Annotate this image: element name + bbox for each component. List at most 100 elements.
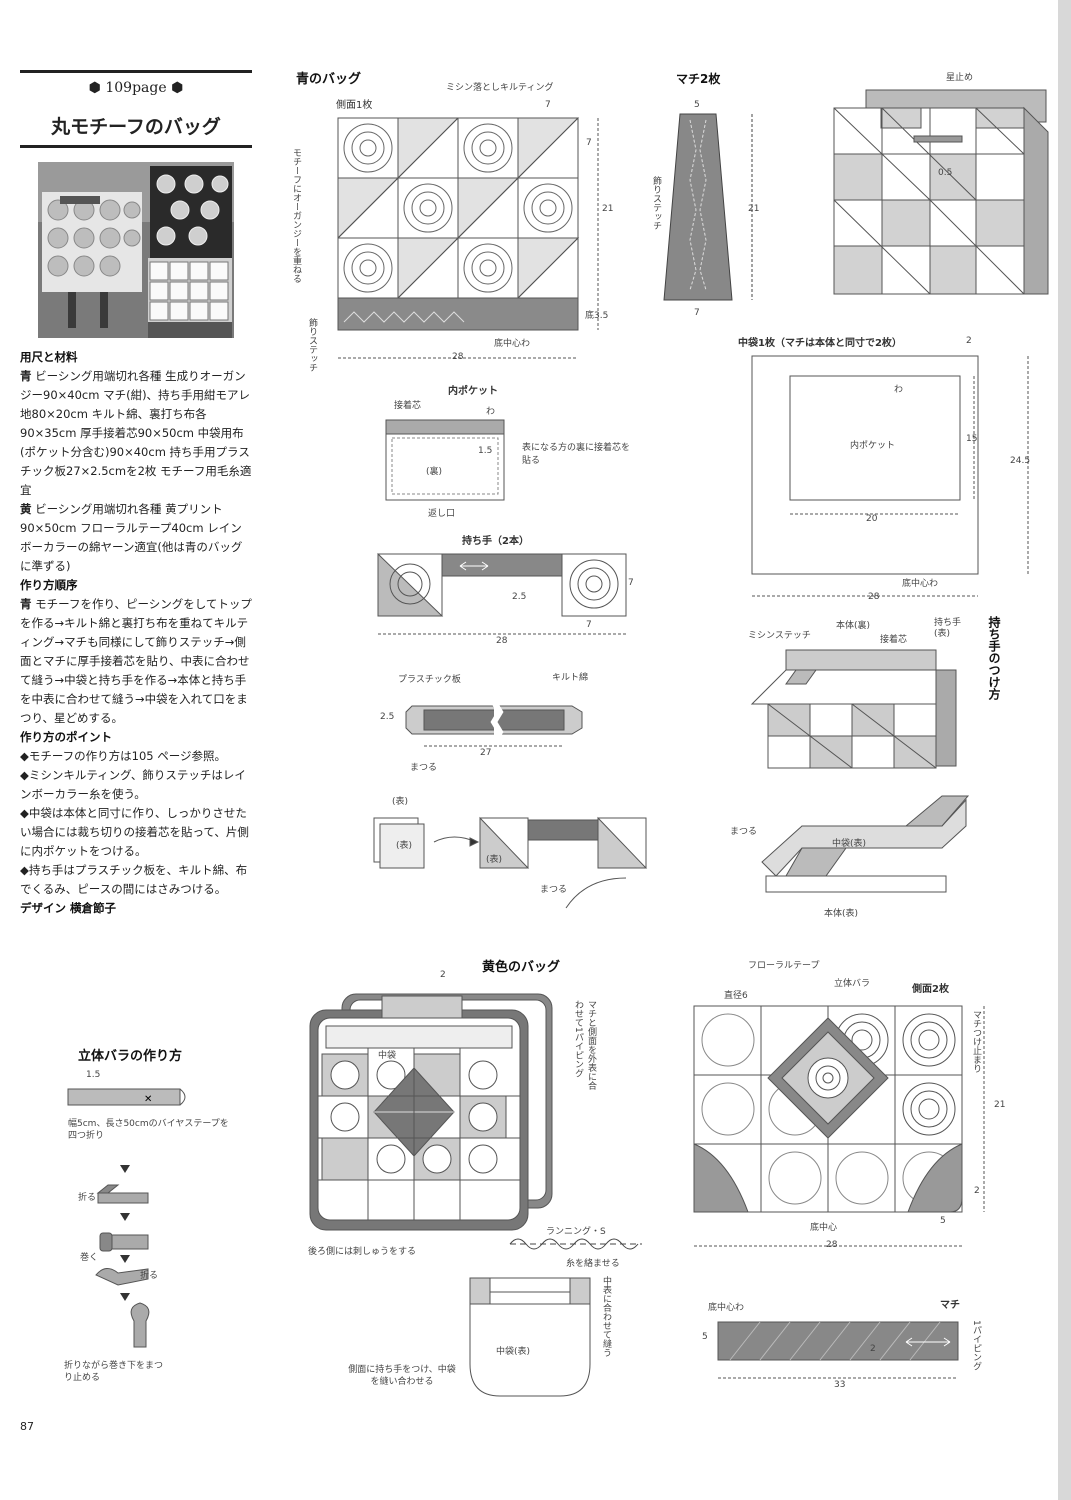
steps-text: 青 モチーフを作り、ピーシングをしてトップを作る→キルト綿と裏打ち布を重ねてキル… — [20, 597, 252, 725]
handle-width-dim: 28 — [496, 636, 508, 646]
handle-side-dim: 7 — [628, 578, 634, 588]
page-number: 87 — [20, 1420, 34, 1433]
page-title: 丸モチーフのバッグ — [51, 116, 221, 138]
blue-bottom-dim: 底3.5 — [585, 311, 609, 321]
materials-yellow: 黄 ビーシング用端切れ各種 黄プリント90×50cm フローラルテープ40cm … — [20, 502, 243, 573]
bullet-icon: ⬢ — [88, 80, 106, 96]
ys-diameter: 直径6 — [724, 991, 748, 1001]
running-stitch-diagram — [509, 1238, 642, 1250]
attach-sew-label: まつる — [540, 885, 568, 895]
attach-diagram — [373, 816, 648, 909]
lining-top-dim: 2 — [966, 336, 972, 346]
yl-note1: 中表に合わせて縫う — [601, 1276, 611, 1357]
design-credit: デザイン 横倉節子 — [20, 901, 117, 915]
yellow-running-note: 糸を絡ませる — [566, 1259, 620, 1269]
rose-diagram: ✕ — [67, 1088, 186, 1348]
star-stitch-dim: 0.5 — [938, 168, 953, 178]
blue-cell-dim: 7 — [545, 100, 551, 110]
yellow-piping-note: マチと側面を外表に合わせて1パイピング — [573, 1000, 596, 1090]
ys-title: 側面2枚 — [912, 984, 949, 995]
lining-h: 24.5 — [1010, 456, 1031, 466]
handle-bottom-dim: 7 — [586, 620, 592, 630]
ha-machine: ミシンステッチ — [748, 631, 811, 641]
ha-body-front: 本体(表) — [824, 909, 859, 919]
gusset-title: マチ2枚 — [676, 72, 721, 86]
rose-step-fold: 折る — [78, 1193, 97, 1203]
yg-title: マチ — [940, 1300, 960, 1311]
attach-front-label-2: (表) — [396, 841, 413, 851]
point-item: ◆持ち手はプラスチック板を、キルト綿、布でくるみ、ピースの間にはさみつける。 — [20, 863, 248, 896]
inner-pocket-diagram — [385, 419, 505, 501]
blue-width-dim: 28 — [452, 352, 464, 362]
inner-pocket-note: 表になる方の裏に接着芯を貼る — [522, 443, 631, 466]
steps-heading: 作り方順序 — [20, 578, 78, 592]
yellow-running-label: ランニング・S — [546, 1227, 606, 1237]
yg-seam: 2 — [870, 1344, 876, 1354]
handle-core-w: 27 — [480, 748, 492, 758]
blue-cell-dim-v: 7 — [586, 138, 592, 148]
header-rule-top — [20, 70, 252, 73]
handle-title: 持ち手（2本） — [462, 536, 529, 547]
bag-photo — [38, 162, 234, 338]
blue-quilting-label: ミシン落としキルティング — [446, 83, 554, 93]
blue-bag-title: 青のバッグ — [296, 72, 362, 87]
lining-w: 28 — [868, 592, 880, 602]
ys-corner: 2 — [974, 1186, 980, 1196]
gusset-bottom-dim: 7 — [694, 308, 700, 318]
blue-height-dim: 21 — [602, 204, 614, 214]
attach-front-label: (表) — [392, 797, 409, 807]
point-item: ◆中袋は本体と同寸に作り、しっかりさせたい場合には裁ち切りの接着芯を貼って、片側… — [20, 806, 249, 858]
handle-batting-label: キルト綿 — [552, 673, 589, 683]
yellow-bag-title: 黄色のバッグ — [482, 960, 561, 975]
attach-front-label-3: (表) — [486, 855, 503, 865]
yellow-gusset-diagram — [717, 1321, 959, 1379]
materials-blue: 青 ビーシング用端切れ各種 生成りオーガンジー90×40cm マチ(紺)、持ち手… — [20, 369, 252, 497]
point-item: ◆ミシンキルティング、飾りステッチはレインボーカラー糸を使う。 — [20, 768, 246, 801]
rose-note: 幅5cm、長さ50cmのバイヤステープを四つ折り — [68, 1119, 229, 1141]
gusset-diagram — [663, 113, 753, 301]
gusset-top-dim: 5 — [694, 100, 700, 110]
gusset-height-dim: 21 — [748, 204, 760, 214]
handle-diagram — [377, 552, 627, 635]
materials-heading: 用尺と材料 — [20, 350, 78, 364]
handle-attach-diagram — [750, 649, 970, 893]
ys-rose: 立体バラ — [834, 979, 871, 989]
lining-bottom: 底中心わ — [902, 579, 939, 589]
ys-floral: フローラルテープ — [748, 961, 820, 971]
lining-pocket-h: 15 — [966, 434, 978, 444]
inner-pocket-return: 返し口 — [428, 509, 456, 519]
blue-side-panel — [337, 117, 599, 359]
ys-h: 21 — [994, 1100, 1006, 1110]
rose-step-roll: 巻く — [80, 1253, 99, 1263]
ys-bottom: 底中心 — [810, 1223, 838, 1233]
page-ref: ⬢ 109page ⬢ — [88, 80, 184, 96]
lining-title: 中袋1枚（マチは本体と同寸で2枚） — [738, 338, 902, 349]
inner-pocket-back: (裏) — [426, 467, 443, 477]
svg-text:✕: ✕ — [144, 1094, 152, 1105]
yl-label: 中袋(表) — [496, 1347, 531, 1357]
handle-core-diagram — [405, 700, 583, 747]
blue-finished-bag — [833, 89, 1049, 295]
ha-body-back: 本体(裏) — [836, 621, 871, 631]
ys-w: 28 — [826, 1240, 838, 1250]
yg-w: 33 — [834, 1380, 846, 1390]
inner-pocket-title: 内ポケット — [448, 386, 498, 397]
ha-handle-front: 持ち手(表) — [934, 618, 962, 639]
yellow-back-note: 後ろ側には刺しゅうをする — [308, 1247, 417, 1257]
points-heading: 作り方のポイント — [20, 730, 112, 744]
ha-sew: まつる — [730, 827, 758, 837]
yg-h: 5 — [702, 1332, 708, 1342]
page-edge — [1058, 0, 1071, 1500]
point-item: ◆モチーフの作り方は105 ページ参照。 — [20, 749, 227, 763]
inner-pocket-fold: わ — [486, 407, 496, 417]
star-stitch-label: 星止め — [946, 73, 974, 83]
yg-piping: 1パイピング — [971, 1320, 981, 1371]
lining-fold: わ — [894, 385, 904, 395]
yellow-lining-bag — [469, 1277, 591, 1397]
rose-final: 折りながら巻き下をまつり止める — [64, 1361, 164, 1383]
handle-mid-dim: 2.5 — [512, 592, 527, 602]
yellow-finished-bag — [309, 993, 553, 1231]
ha-interfacing: 接着芯 — [880, 635, 908, 645]
handle-attach-title: 持ち手のつけ方 — [987, 616, 1001, 700]
rose-step-fold2: 折る — [140, 1271, 159, 1281]
